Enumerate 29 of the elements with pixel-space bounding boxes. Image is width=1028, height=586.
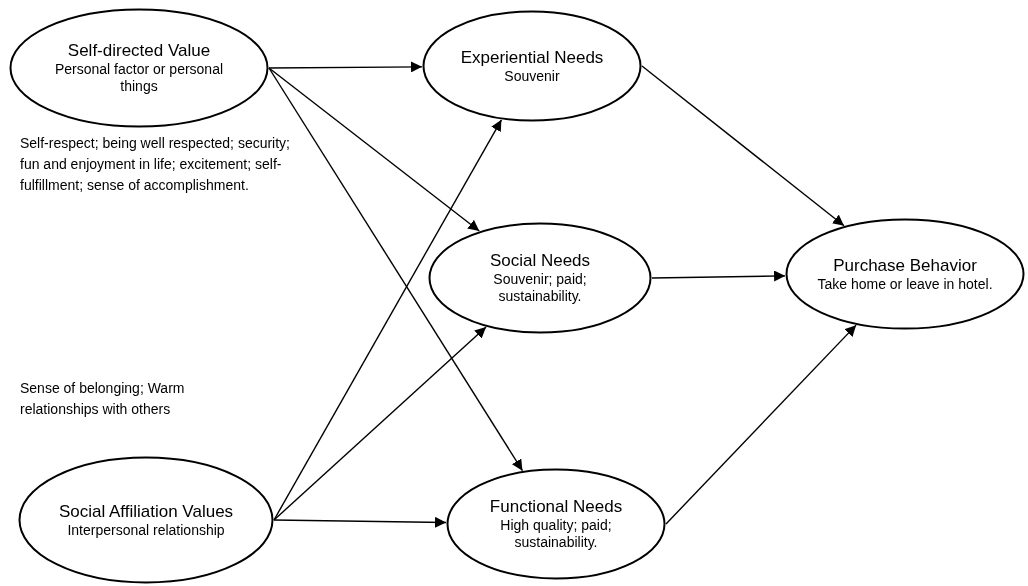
arrow: [268, 67, 480, 232]
annotation-text: Self-respect; being well respected; security; fun and enjoyment in life; excitement; self-fulfillment; sense of accomplishment.: [20, 134, 290, 195]
arrow: [268, 61, 423, 73]
node-description: High quality; paid; sustainability.: [499, 517, 613, 551]
arrow: [273, 119, 503, 521]
ellipse-node: [446, 468, 666, 580]
node-description: Personal factor or personal things: [53, 61, 225, 95]
node-title: Experiential Needs: [460, 47, 604, 68]
arrow: [665, 324, 857, 525]
annotation-text: Sense of belonging; Warm relationships with others: [20, 379, 186, 419]
arrow: [273, 326, 487, 521]
node-title: Social Needs: [489, 251, 591, 271]
ellipse-node: [18, 456, 274, 584]
node-description: Interpersonal relationship: [67, 521, 225, 539]
node-title: Social Affiliation Values: [58, 501, 234, 522]
arrow: [641, 65, 845, 227]
node-description: Souvenir; paid; sustainability.: [492, 271, 588, 305]
ellipse-node: [9, 8, 269, 128]
arrow: [268, 67, 524, 472]
arrow: [273, 516, 447, 528]
node-description: Take home or leave in hotel.: [817, 275, 993, 293]
node-title: Self-directed Value: [67, 41, 211, 61]
node-title: Functional Needs: [489, 497, 623, 517]
node-title: Purchase Behavior: [833, 255, 977, 276]
node-description: Souvenir: [504, 67, 560, 85]
ellipse-node: [422, 10, 642, 122]
ellipse-node: [428, 222, 652, 334]
arrow: [651, 270, 786, 282]
ellipse-node: [785, 218, 1025, 330]
